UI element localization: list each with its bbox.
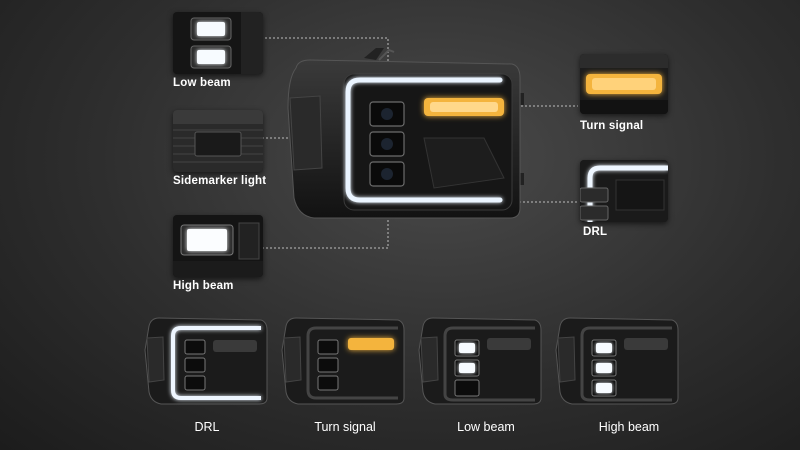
sidemarker-thumbnail: [173, 110, 263, 172]
headlight-turn-signal: [281, 317, 405, 405]
headlight-drl: [144, 317, 268, 405]
turn-signal-thumbnail: [580, 54, 668, 114]
high-beam-label: High beam: [173, 280, 234, 292]
high-beam-thumbnail: [173, 215, 263, 277]
drl-thumbnail: [580, 160, 668, 222]
sidemarker-label: Sidemarker light: [173, 175, 267, 187]
drl-label: DRL: [583, 226, 608, 238]
bottom-label-low-beam: Low beam: [457, 420, 515, 434]
headlight-high-beam: [555, 317, 679, 405]
leader-low-beam: [265, 37, 389, 110]
main-headlight: [287, 48, 524, 219]
bottom-label-drl: DRL: [194, 420, 220, 434]
low-beam-label: Low beam: [173, 77, 231, 89]
headlight-low-beam: [418, 317, 542, 405]
low-beam-thumbnail: [173, 12, 263, 74]
bottom-label-high-beam: High beam: [598, 420, 660, 434]
bottom-label-turn-signal: Turn signal: [314, 420, 376, 434]
turn-signal-label: Turn signal: [580, 120, 644, 132]
